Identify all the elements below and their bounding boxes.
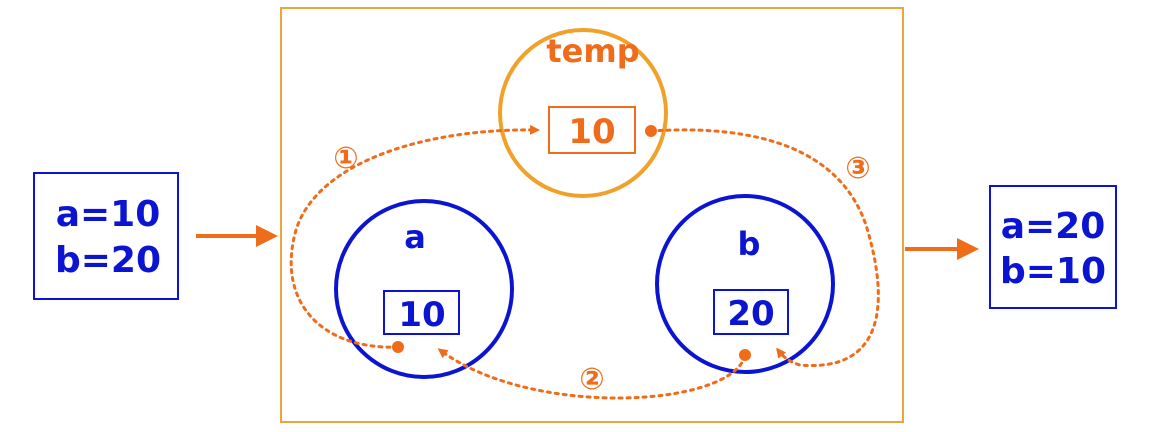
var-b-label: b	[738, 225, 761, 263]
var-a-circle	[334, 199, 514, 379]
output-arrowhead	[957, 238, 979, 260]
step1-start-dot	[392, 341, 404, 353]
input-line-b: b=20	[55, 240, 161, 281]
var-b-value: 20	[727, 294, 774, 334]
output-box	[989, 185, 1117, 309]
step3-start-dot	[645, 125, 657, 137]
step2-label: ②	[579, 362, 604, 397]
var-a-value: 10	[398, 295, 445, 335]
temp-value: 10	[568, 112, 615, 152]
step1-label: ①	[333, 141, 358, 176]
temp-circle	[498, 28, 668, 198]
step3-label: ③	[845, 151, 870, 186]
temp-value-box	[548, 106, 636, 154]
output-line-a: a=20	[1001, 206, 1106, 247]
output-line-b: b=10	[1000, 251, 1106, 292]
step2-arrow	[437, 348, 747, 400]
var-a-value-box	[383, 290, 460, 335]
function-frame	[280, 7, 904, 423]
input-arrowhead	[256, 225, 278, 247]
step1-arrow	[289, 124, 540, 349]
temp-label: temp	[546, 32, 639, 70]
input-line-a: a=10	[56, 194, 161, 235]
var-b-circle	[655, 194, 835, 374]
input-box	[33, 172, 179, 300]
step2-start-dot	[739, 349, 751, 361]
step3-arrow	[649, 128, 880, 368]
var-a-label: a	[404, 218, 426, 256]
var-b-value-box	[713, 289, 789, 335]
